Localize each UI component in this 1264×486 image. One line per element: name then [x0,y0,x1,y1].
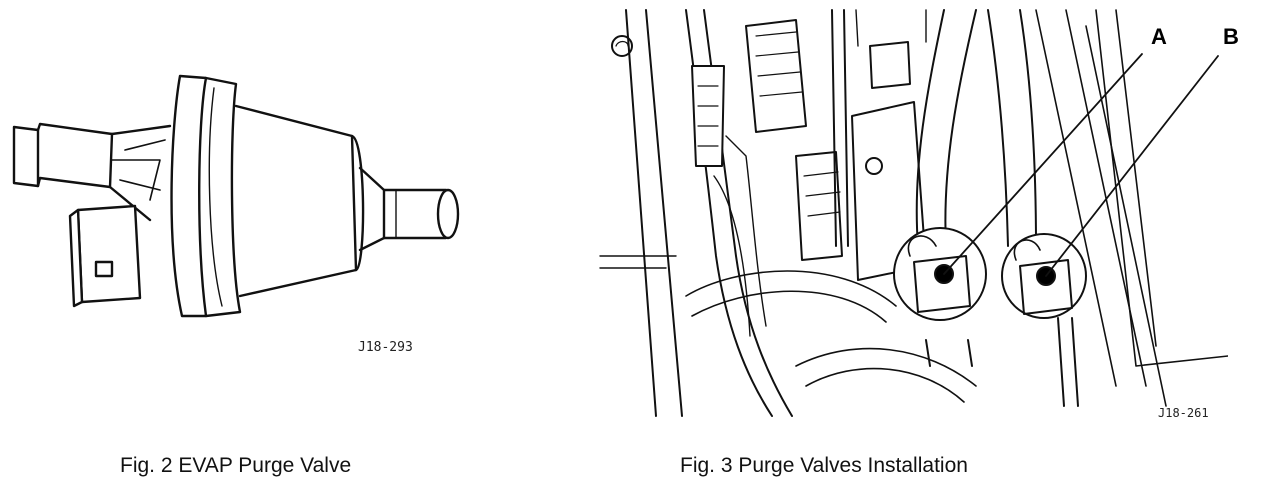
drawing-code-j18-261: J18-261 [1158,406,1209,420]
purge-valves-installation-drawing [599,9,1228,417]
drawing-code-j18-293: J18-293 [358,340,413,355]
evap-purge-valve-drawing [12,74,460,318]
purge-valves-installation-figure: J18-261 A B [596,6,1239,430]
callout-label-b: B [1223,24,1239,49]
figure-2-caption: Fig. 2 EVAP Purge Valve [120,454,352,477]
callout-label-a: A [1151,24,1167,49]
figure-3-caption: Fig. 3 Purge Valves Installation [680,454,968,477]
evap-purge-valve-figure: J18-293 [0,40,480,380]
